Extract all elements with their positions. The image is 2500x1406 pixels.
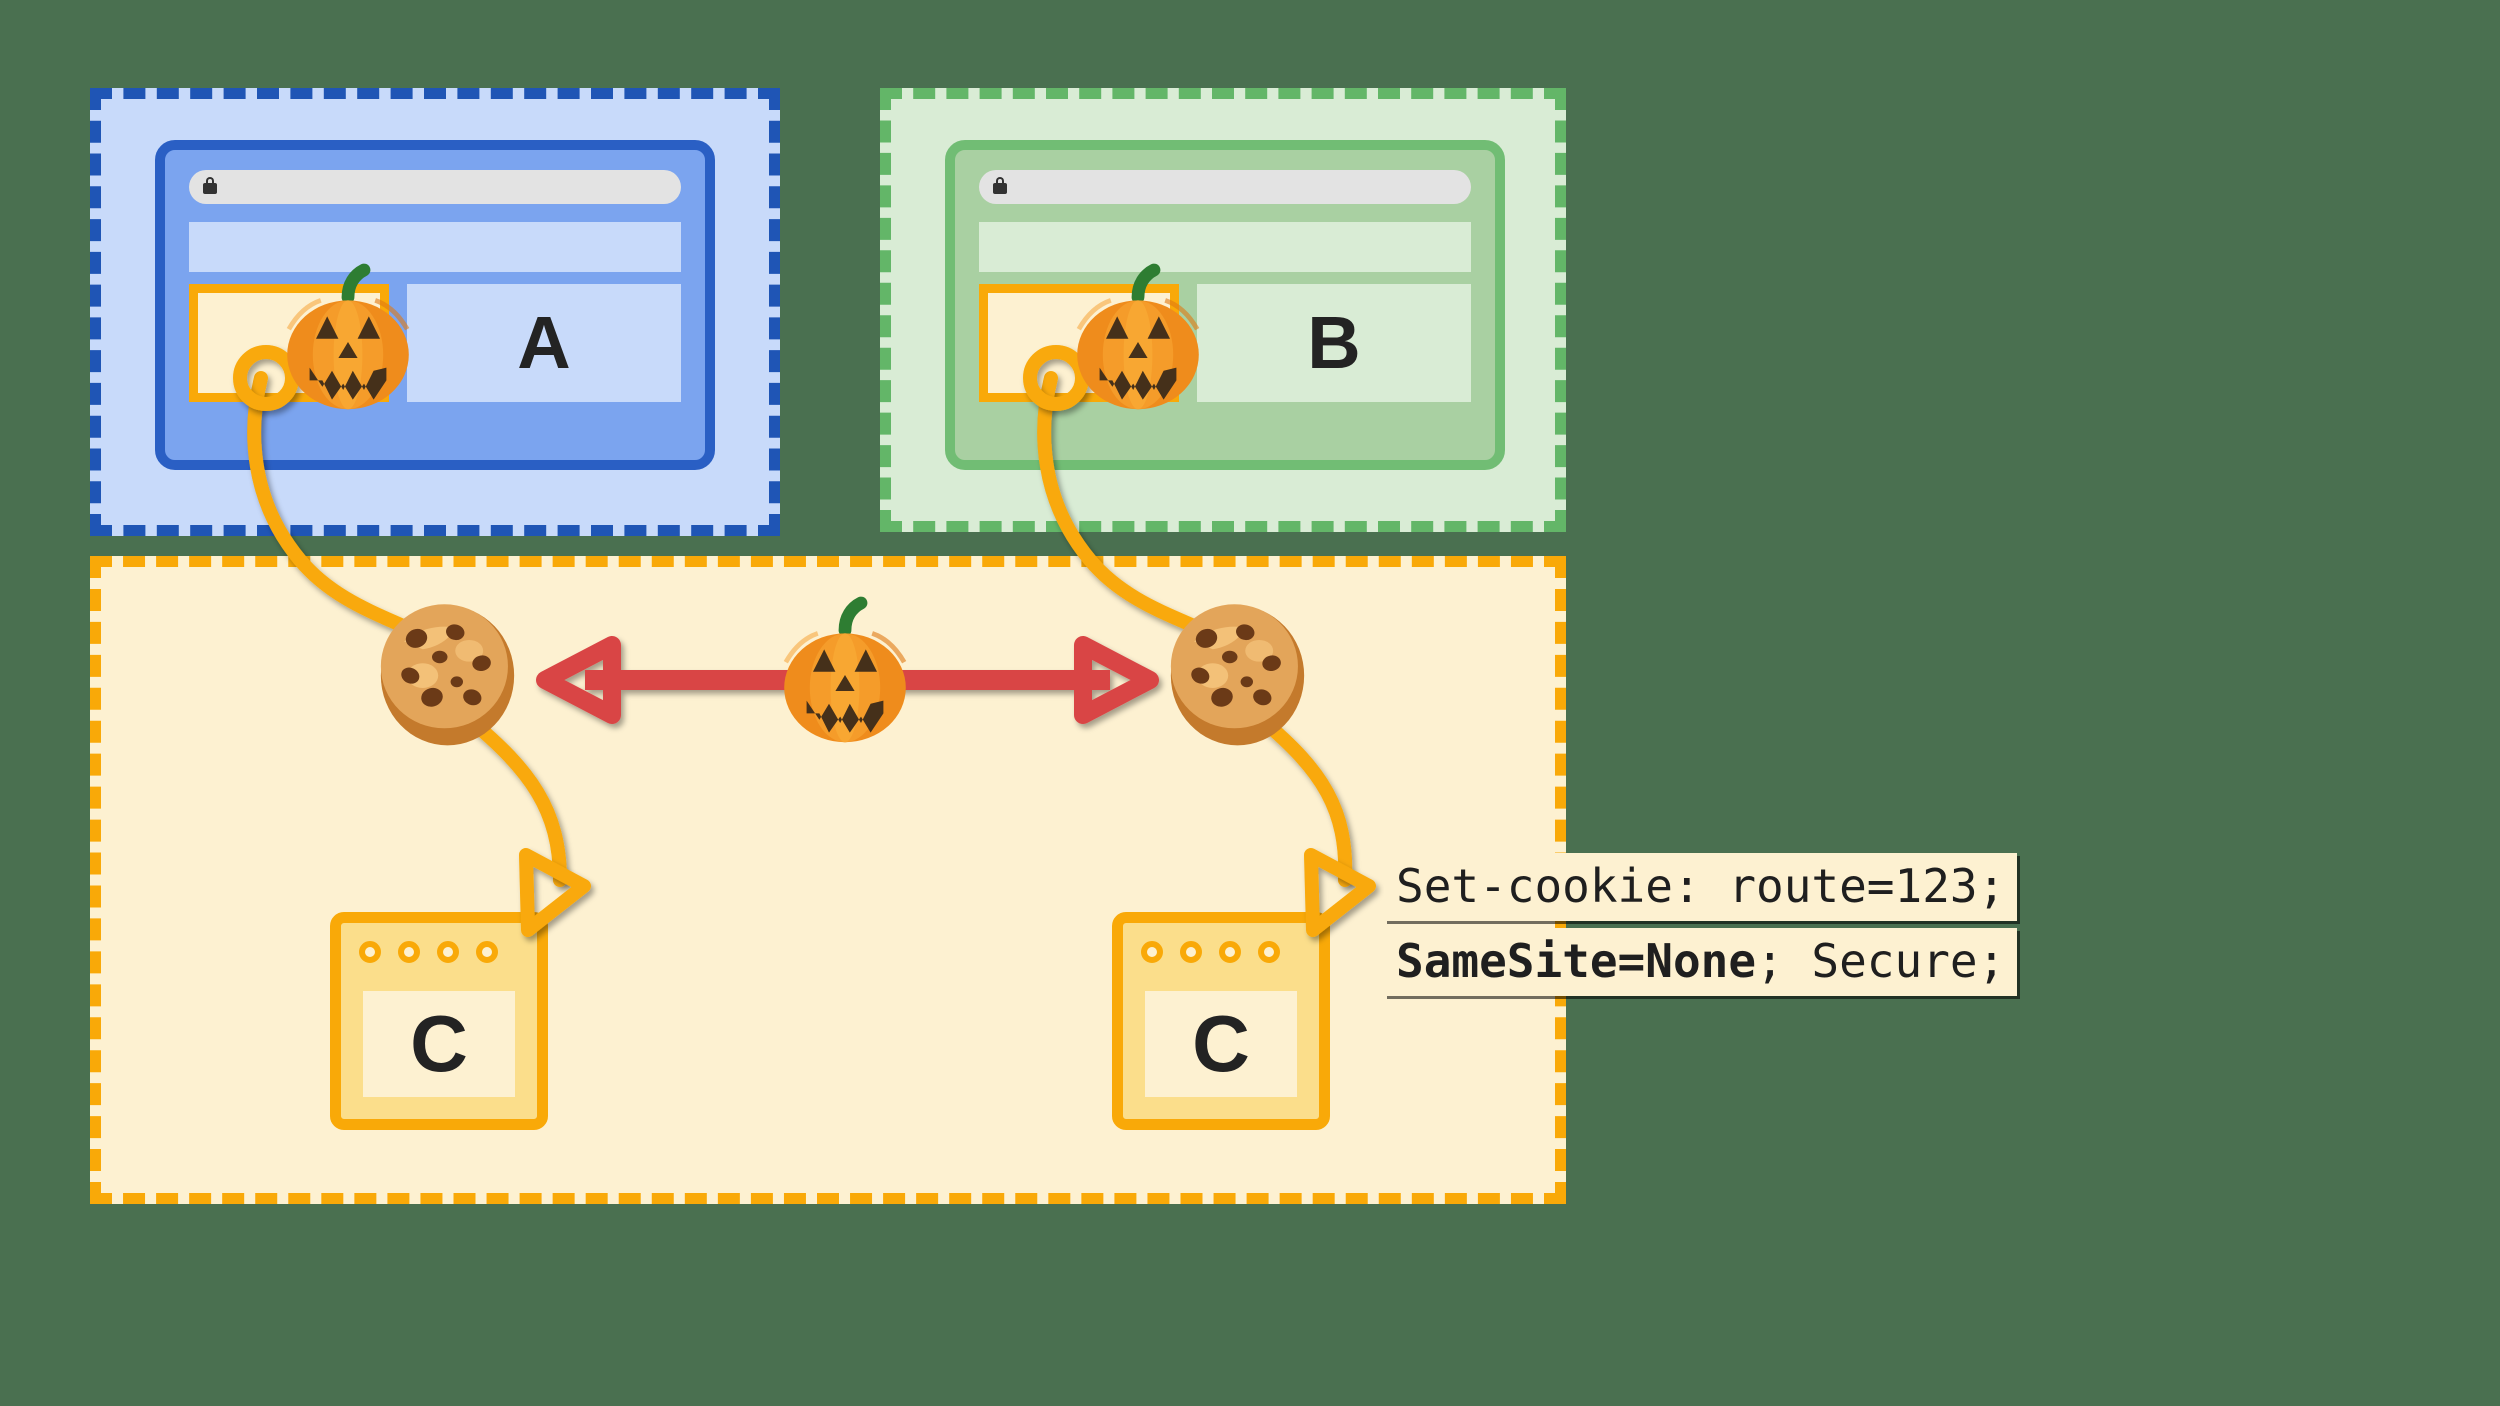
server-c-right: C <box>1112 912 1330 1130</box>
browser-subbar-b <box>979 222 1471 272</box>
server-label-c-left: C <box>410 999 468 1088</box>
url-bar-b[interactable] <box>979 170 1471 204</box>
url-bar-a[interactable] <box>189 170 681 204</box>
annotation-set-cookie-line1: Set-cookie: route=123; <box>1384 853 2018 921</box>
site-label-b: B <box>1307 301 1361 384</box>
site-label-a: A <box>517 301 571 384</box>
annotation-secure: ; Secure; <box>1756 934 2006 988</box>
browser-content-a: A <box>189 284 681 440</box>
browser-window-a: A <box>155 140 715 470</box>
page-body-b: B <box>1197 284 1471 402</box>
browser-content-b: B <box>979 284 1471 440</box>
browser-window-b: B <box>945 140 1505 470</box>
browser-subbar-a <box>189 222 681 272</box>
embedded-frame-a <box>189 284 389 402</box>
lock-icon <box>993 177 1007 195</box>
server-screen-left: C <box>363 991 515 1097</box>
server-label-c-right: C <box>1192 999 1250 1088</box>
server-c-left: C <box>330 912 548 1130</box>
page-body-a: A <box>407 284 681 402</box>
server-window-dots <box>359 941 498 963</box>
context-box-site-c <box>90 556 1566 1204</box>
annotation-set-cookie-line2: SameSite=None; Secure; <box>1384 928 2018 996</box>
annotation-samesite-none: SameSite=None <box>1396 934 1757 988</box>
embedded-frame-b <box>979 284 1179 402</box>
server-screen-right: C <box>1145 991 1297 1097</box>
lock-icon <box>203 177 217 195</box>
server-window-dots <box>1141 941 1280 963</box>
